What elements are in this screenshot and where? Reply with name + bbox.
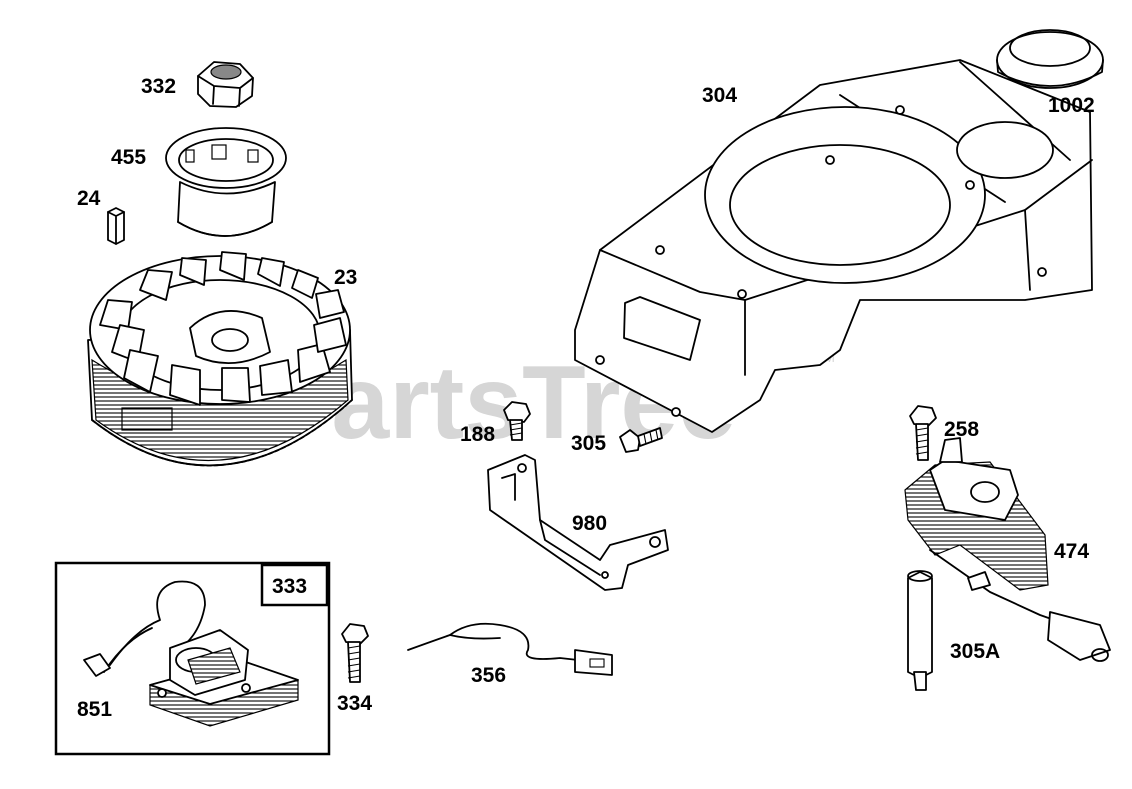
label-305: 305 bbox=[571, 432, 606, 455]
part-key-24[interactable] bbox=[107, 207, 125, 245]
part-bracket-980[interactable] bbox=[487, 454, 669, 591]
label-305A: 305A bbox=[950, 640, 1000, 663]
part-cup-455[interactable] bbox=[165, 127, 287, 237]
part-blower-housing-304[interactable] bbox=[574, 59, 1093, 433]
part-spacer-305A[interactable] bbox=[907, 570, 933, 691]
part-bolt-188[interactable] bbox=[503, 401, 531, 441]
label-333: 333 bbox=[272, 575, 307, 598]
label-851: 851 bbox=[77, 698, 112, 721]
part-wire-356[interactable] bbox=[407, 622, 613, 676]
label-332: 332 bbox=[141, 75, 176, 98]
part-flywheel-23[interactable] bbox=[87, 251, 353, 467]
label-455: 455 bbox=[111, 146, 146, 169]
label-980: 980 bbox=[572, 512, 607, 535]
label-356: 356 bbox=[471, 664, 506, 687]
label-304: 304 bbox=[702, 84, 737, 107]
label-334: 334 bbox=[337, 692, 372, 715]
label-24: 24 bbox=[77, 187, 101, 210]
label-258: 258 bbox=[944, 418, 979, 441]
part-armature-474[interactable] bbox=[904, 437, 1111, 662]
part-grommet-1002[interactable] bbox=[996, 29, 1104, 89]
label-23: 23 bbox=[334, 266, 357, 289]
label-474: 474 bbox=[1054, 540, 1089, 563]
part-kit-box-333[interactable] bbox=[54, 561, 331, 756]
part-bolt-334[interactable] bbox=[341, 623, 369, 683]
part-labels: 332 455 24 23 304 1002 188 305 258 980 4… bbox=[77, 75, 1095, 721]
label-188: 188 bbox=[460, 423, 495, 446]
part-nut-332[interactable] bbox=[197, 61, 254, 108]
part-screw-258[interactable] bbox=[909, 405, 937, 461]
label-1002: 1002 bbox=[1048, 94, 1095, 117]
part-screw-305[interactable] bbox=[619, 427, 663, 453]
